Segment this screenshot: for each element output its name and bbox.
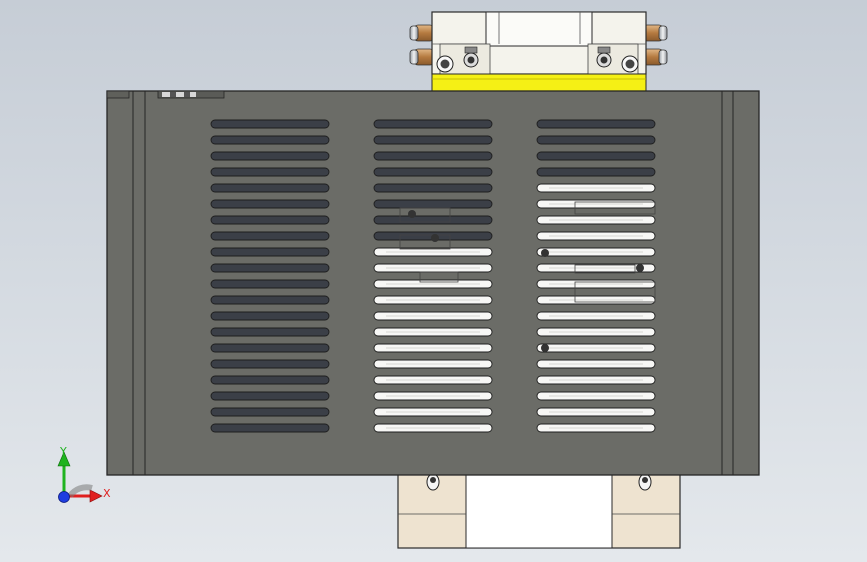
internal-fastener-icon: [541, 249, 549, 257]
fitting-left-cap-lower: [409, 49, 419, 65]
internal-fastener-icon: [431, 234, 439, 242]
vent-slot: [536, 119, 656, 129]
housing[interactable]: [106, 90, 760, 476]
vent-slot: [210, 215, 330, 225]
axis-x-label: X: [103, 487, 111, 500]
axis-y-label: Y: [59, 445, 67, 458]
vent-slot: [536, 167, 656, 177]
internal-fastener-icon: [541, 344, 549, 352]
vent-slot: [210, 423, 330, 433]
fitting-right-cap-upper: [658, 25, 668, 41]
vent-slot: [373, 199, 493, 209]
internal-component-outline: [399, 207, 451, 223]
vent-slot: [210, 183, 330, 193]
vent-slot: [373, 135, 493, 145]
vent-slot: [210, 295, 330, 305]
internal-fastener-icon: [636, 264, 644, 272]
vent-slot: [373, 167, 493, 177]
internal-component-outline: [574, 264, 636, 274]
yellow-mounting-plate: [431, 73, 647, 93]
internal-component-outline: [574, 201, 656, 215]
bottom-block-center: [465, 469, 613, 549]
screw-icon: [426, 473, 652, 491]
vent-slot: [210, 167, 330, 177]
screw-icon: [436, 46, 639, 73]
vent-slot: [373, 183, 493, 193]
vent-slot: [210, 407, 330, 417]
bottom-block[interactable]: [397, 469, 681, 549]
vent-slot: [210, 263, 330, 273]
manifold-center-block: [485, 11, 593, 47]
vent-slot: [536, 135, 656, 145]
internal-fastener-icon: [408, 210, 416, 218]
vent-slot: [210, 375, 330, 385]
vent-slot: [210, 119, 330, 129]
vent-grille: [210, 119, 656, 433]
vent-slot: [210, 311, 330, 321]
internal-component-outline: [419, 271, 459, 283]
vent-slot: [210, 247, 330, 257]
vent-slot: [210, 391, 330, 401]
vent-slot: [210, 231, 330, 241]
axis-triad-icon[interactable]: Y X: [57, 445, 111, 503]
vent-slot: [536, 151, 656, 161]
fitting-right-cap-lower: [658, 49, 668, 65]
top-manifold[interactable]: [409, 11, 668, 93]
vent-slot: [373, 215, 493, 225]
vent-slot: [210, 343, 330, 353]
vent-slot: [210, 279, 330, 289]
vent-slot: [210, 327, 330, 337]
vent-slot: [210, 359, 330, 369]
internal-component-outline: [574, 281, 656, 303]
vent-slot: [373, 151, 493, 161]
fitting-left-cap-upper: [409, 25, 419, 41]
vent-slot: [210, 199, 330, 209]
vent-slot: [210, 151, 330, 161]
vent-slot: [373, 119, 493, 129]
internal-component-outline: [399, 234, 451, 250]
vent-slot: [210, 135, 330, 145]
